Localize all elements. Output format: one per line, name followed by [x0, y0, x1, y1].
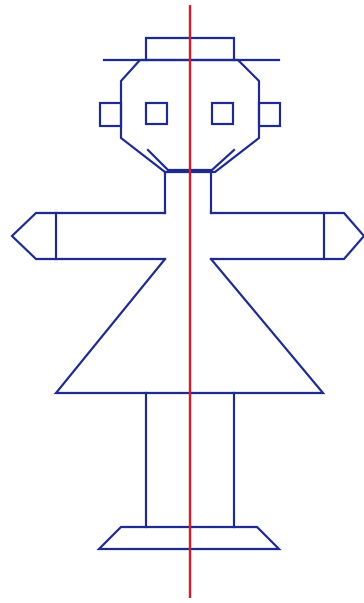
right-ear: [259, 103, 280, 126]
right-arm: [211, 213, 364, 259]
left-eye: [146, 103, 167, 124]
right-eye: [212, 103, 233, 124]
left-ear: [100, 103, 121, 126]
left-arm: [12, 213, 165, 259]
